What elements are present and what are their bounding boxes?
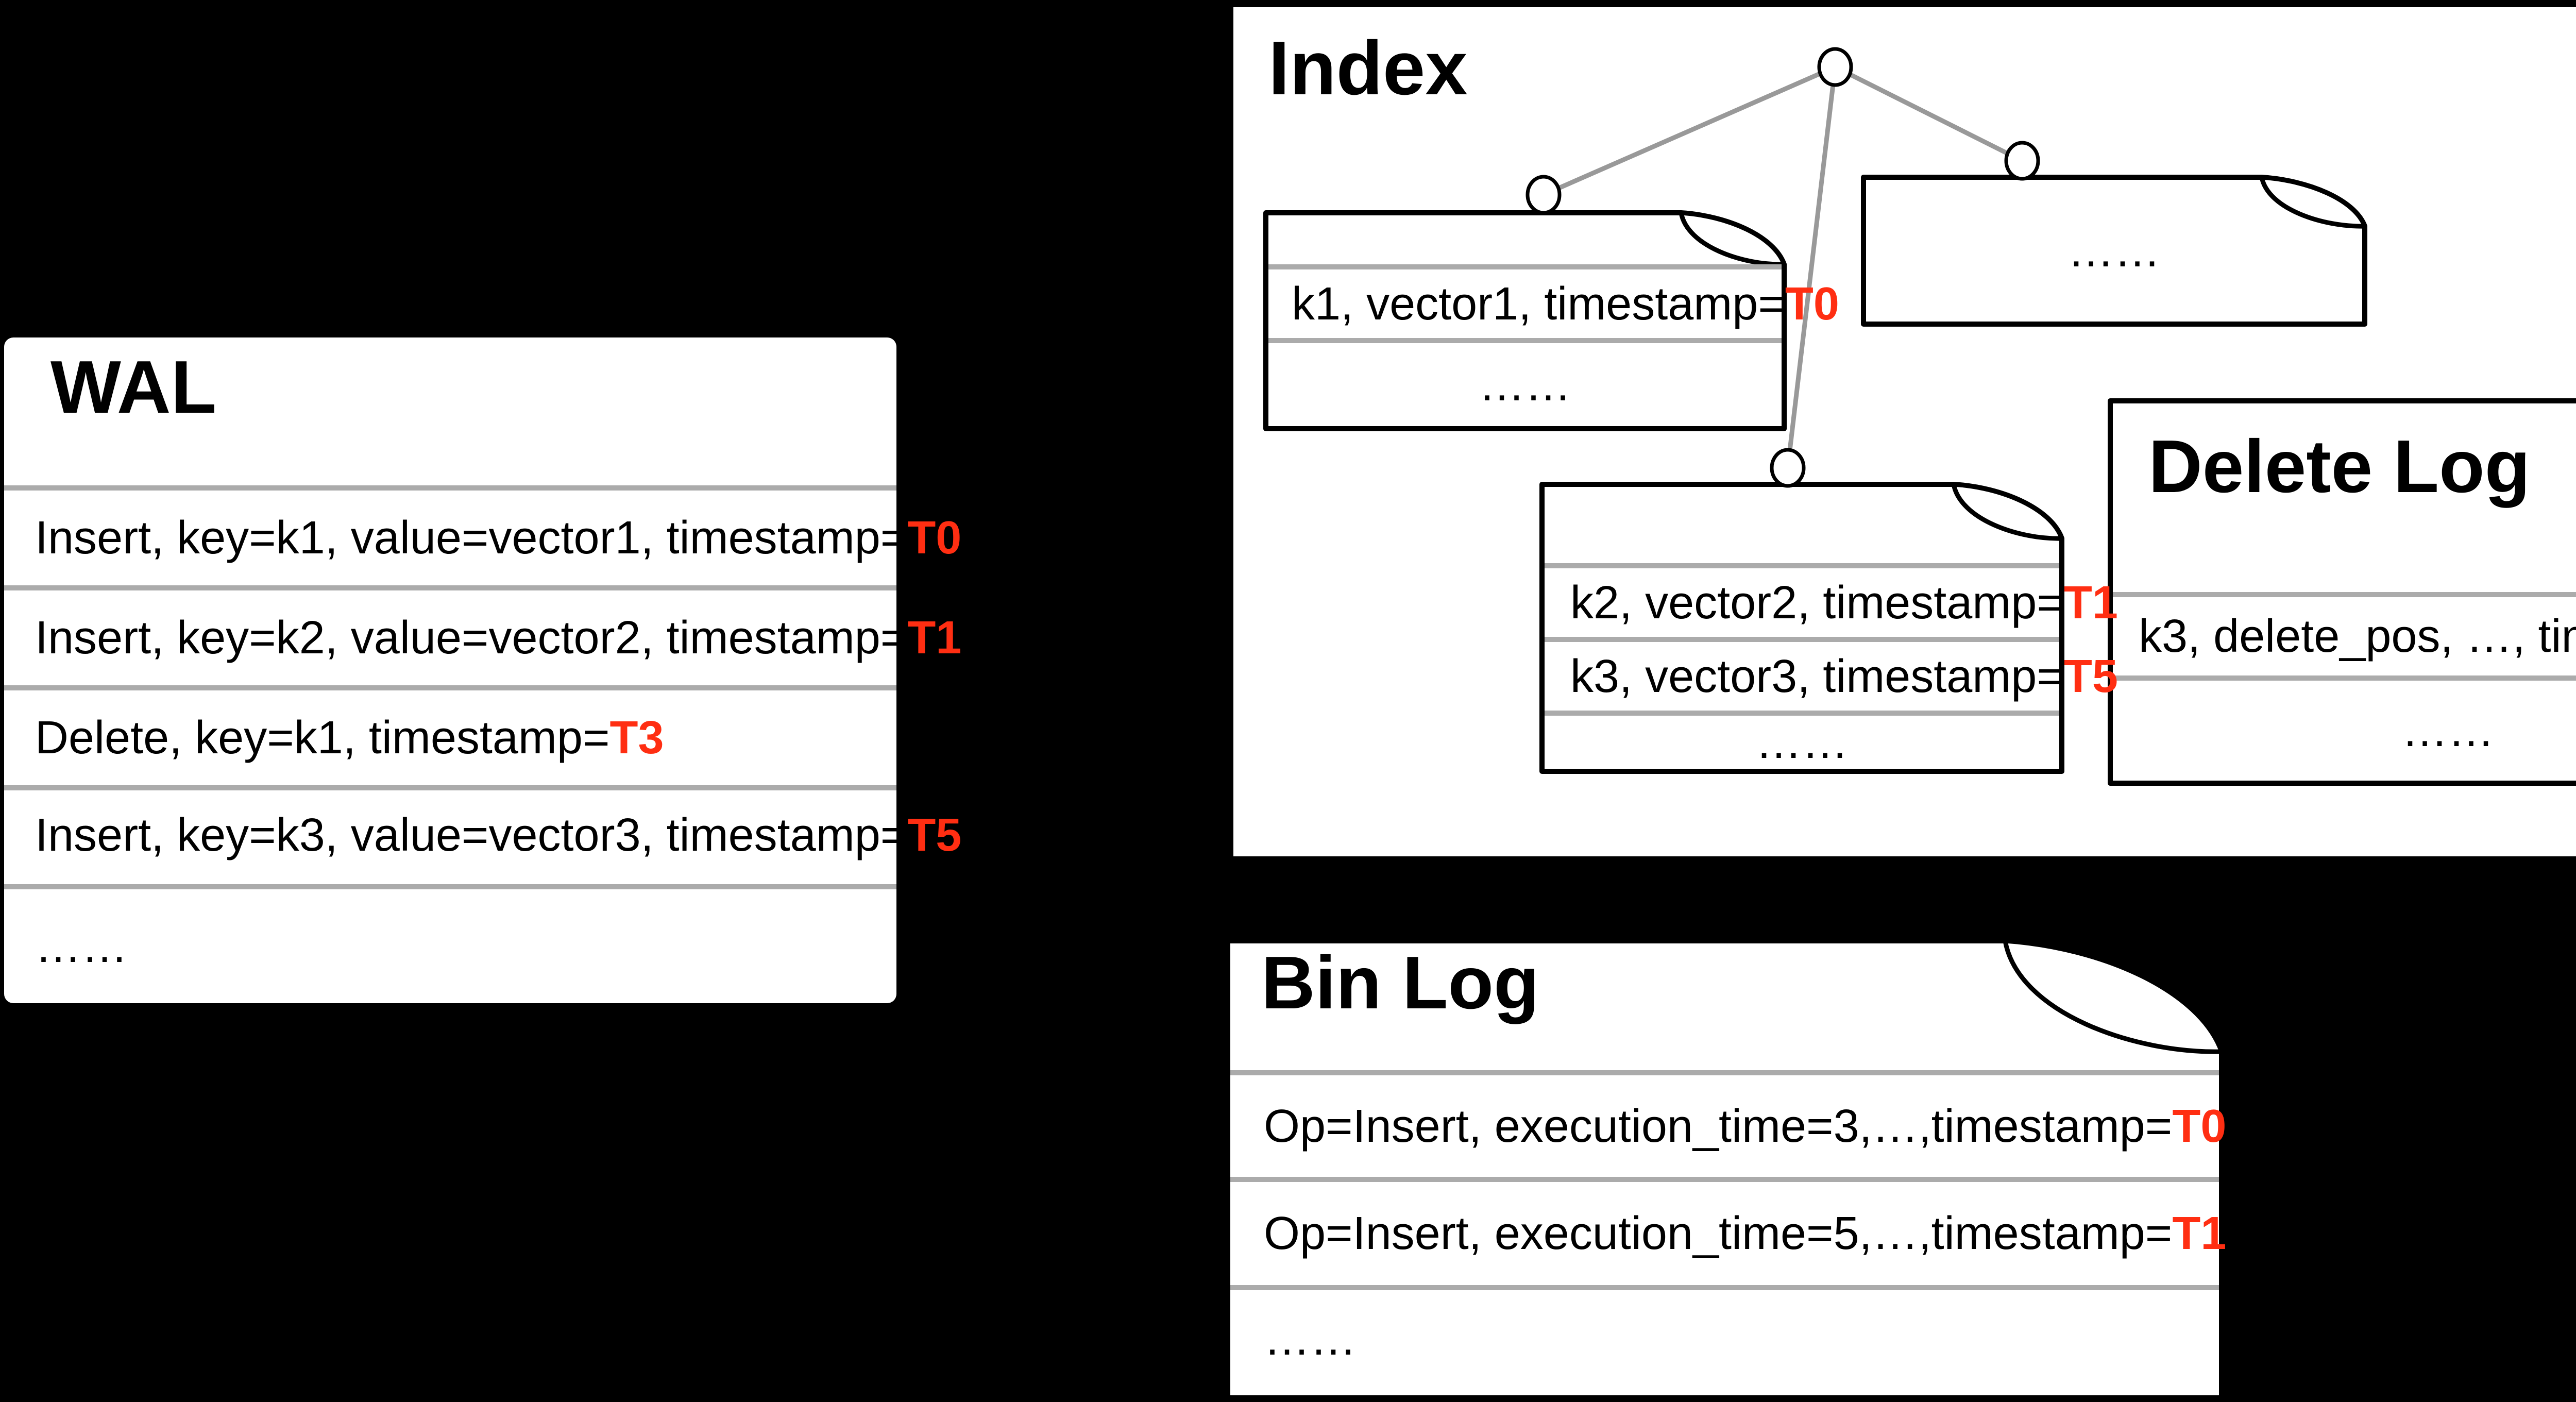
leaf-row-text: …… (2067, 225, 2161, 277)
tree-node-right (2004, 141, 2040, 181)
wal-separator (4, 884, 896, 889)
index-leaf3-row: k3, vector3, timestamp=T5 (1542, 639, 2118, 713)
wal-row: Insert, key=k3, value=vector3, timestamp… (4, 786, 961, 884)
page-fold-corner-icon (2003, 938, 2224, 1054)
page-fold-corner-icon (1951, 482, 2064, 541)
timestamp-value: T5 (907, 809, 962, 861)
wal-row: …… (4, 889, 927, 1003)
tree-node-root (1817, 47, 1853, 87)
wal-row: Insert, key=k1, value=vector1, timestamp… (4, 491, 961, 585)
tree-edge-root-left (1543, 64, 1836, 197)
timestamp-value: T0 (2172, 1100, 2227, 1152)
leaf-row-text: k2, vector2, timestamp= (1570, 577, 2064, 629)
index-title: Index (1268, 26, 1468, 111)
timestamp-value: T1 (2172, 1208, 2227, 1259)
delete-log-title: Delete Log (2148, 425, 2531, 508)
wal-box (4, 337, 896, 1003)
delete-log-row: …… (2110, 678, 2576, 783)
page-fold-corner-icon (2259, 175, 2367, 229)
log-row-text: Op=Insert, execution_time=3,…,timestamp= (1264, 1100, 2173, 1152)
wal-row: Insert, key=k2, value=vector2, timestamp… (4, 590, 961, 685)
log-row-text: …… (1264, 1313, 1357, 1365)
index-leaf2-row: …… (1863, 177, 2365, 324)
timestamp-value: T3 (609, 712, 664, 764)
index-leaf1-row: k1, vector1, timestamp=T0 (1266, 267, 1839, 341)
timestamp-value: T1 (907, 612, 962, 664)
wal-separator (4, 785, 896, 790)
wal-row-text: Insert, key=k3, value=vector3, timestamp… (35, 809, 908, 861)
bin-log-row: …… (1228, 1288, 2258, 1391)
leaf-row-text: …… (1755, 716, 1849, 768)
index-leaf1-row: …… (1266, 341, 1784, 429)
tree-node-middle (1770, 448, 1806, 488)
wal-row: Delete, key=k1, timestamp=T3 (4, 690, 927, 785)
index-leaf3-row: k2, vector2, timestamp=T1 (1542, 566, 2118, 639)
bin-log-title: Bin Log (1261, 941, 1539, 1024)
tree-edge-root-middle (1785, 66, 1838, 468)
wal-row-text: …… (35, 920, 128, 972)
tree-edge-root-right (1834, 64, 2024, 163)
log-row-text: k3, delete_pos, …, timestamp= (2139, 611, 2576, 662)
leaf-row-text: …… (1479, 359, 1571, 411)
leaf-row-text: k1, vector1, timestamp= (1292, 278, 1785, 330)
wal-separator (4, 685, 896, 690)
log-row-text: Op=Insert, execution_time=5,…,timestamp= (1264, 1208, 2173, 1259)
wal-separator (4, 585, 896, 590)
tree-node-left (1526, 175, 1562, 215)
page-fold-corner-icon (1679, 210, 1787, 267)
bin-log-row: Op=Insert, execution_time=3,…,timestamp=… (1228, 1073, 2258, 1179)
bin-log-row: Op=Insert, execution_time=5,…,timestamp=… (1228, 1179, 2258, 1288)
wal-row-text: Insert, key=k2, value=vector2, timestamp… (35, 612, 908, 664)
delete-log-row: k3, delete_pos, …, timestamp=T3 (2110, 595, 2576, 678)
log-row-text: …… (2401, 705, 2495, 756)
wal-title: WAL (50, 345, 217, 429)
timestamp-value: T0 (907, 512, 962, 564)
wal-row-text: Delete, key=k1, timestamp= (35, 712, 610, 764)
timestamp-value: T5 (2063, 650, 2118, 702)
wal-row-text: Insert, key=k1, value=vector1, timestamp… (35, 512, 908, 564)
timestamp-value: T0 (1785, 278, 1839, 330)
wal-separator (4, 485, 896, 491)
leaf-row-text: k3, vector3, timestamp= (1570, 650, 2064, 702)
index-leaf3-row: …… (1542, 713, 2062, 771)
timestamp-value: T1 (2063, 577, 2118, 629)
